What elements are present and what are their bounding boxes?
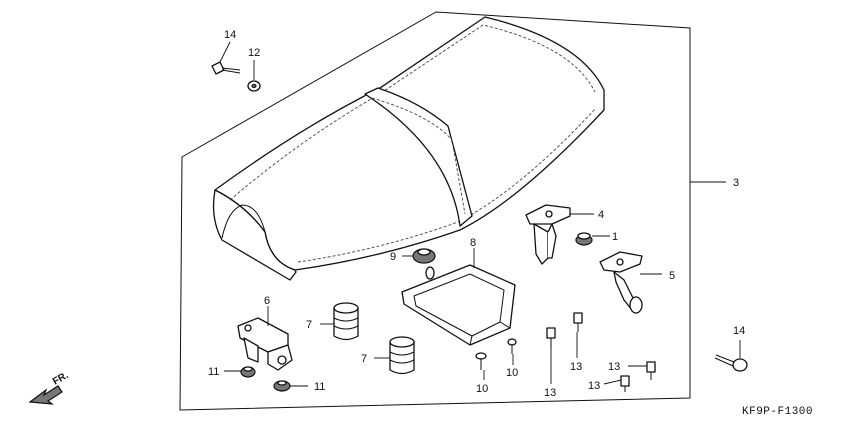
front-direction-arrow: FR. bbox=[28, 370, 71, 405]
assembly-boundary bbox=[179, 11, 691, 411]
callout-13-d: 13 bbox=[588, 380, 600, 392]
callout-12: 12 bbox=[248, 47, 260, 59]
bolt-13-a[interactable] bbox=[546, 327, 556, 350]
callout-7-lower: 7 bbox=[361, 353, 367, 365]
screw-10-right[interactable] bbox=[507, 338, 517, 354]
callout-13-b: 13 bbox=[570, 361, 582, 373]
callout-14-top: 14 bbox=[224, 29, 236, 41]
callout-4: 4 bbox=[598, 209, 604, 221]
callout-10-left: 10 bbox=[476, 383, 488, 395]
callout-6: 6 bbox=[264, 295, 270, 307]
screw-10-left[interactable] bbox=[475, 352, 487, 370]
callout-8: 8 bbox=[470, 237, 476, 249]
rubber-cushion-1[interactable] bbox=[575, 232, 593, 246]
seat-hook-5[interactable] bbox=[599, 251, 643, 314]
callout-9: 9 bbox=[390, 251, 396, 263]
callout-11-right: 11 bbox=[314, 381, 325, 393]
bolt-13-b[interactable] bbox=[573, 312, 583, 332]
mount-bracket-6[interactable] bbox=[237, 317, 293, 371]
damper-7-lower[interactable] bbox=[389, 336, 415, 375]
callouts: 14 12 3 4 1 8 9 5 6 7 14 7 13 13 11 10 1… bbox=[208, 29, 745, 399]
bolt-14-top[interactable] bbox=[211, 61, 241, 75]
callout-14-right: 14 bbox=[733, 325, 745, 337]
washer-12[interactable] bbox=[247, 80, 261, 92]
callout-10-right: 10 bbox=[506, 367, 518, 379]
seat-bracket-4[interactable] bbox=[525, 204, 571, 265]
bolt-14-right[interactable] bbox=[714, 354, 748, 372]
diagram-code: KF9P-F1300 bbox=[742, 406, 813, 418]
nut-11-right[interactable] bbox=[273, 380, 291, 392]
callout-13-c: 13 bbox=[608, 361, 620, 373]
seat-assembly[interactable] bbox=[212, 16, 605, 281]
nut-11-left[interactable] bbox=[240, 366, 256, 378]
leader-lines bbox=[219, 41, 741, 387]
bolt-13-c[interactable] bbox=[646, 361, 656, 380]
callout-13-a: 13 bbox=[544, 387, 556, 399]
bolt-13-d[interactable] bbox=[620, 375, 630, 392]
callout-7-upper: 7 bbox=[306, 319, 312, 331]
callout-3: 3 bbox=[733, 177, 739, 189]
callout-5: 5 bbox=[669, 270, 675, 282]
direction-label: FR. bbox=[51, 370, 71, 388]
damper-7-upper[interactable] bbox=[333, 302, 359, 341]
callout-1: 1 bbox=[612, 231, 618, 243]
callout-11-left: 11 bbox=[208, 366, 219, 378]
grommet-9[interactable] bbox=[412, 248, 436, 264]
document-tray-8[interactable] bbox=[401, 264, 516, 346]
